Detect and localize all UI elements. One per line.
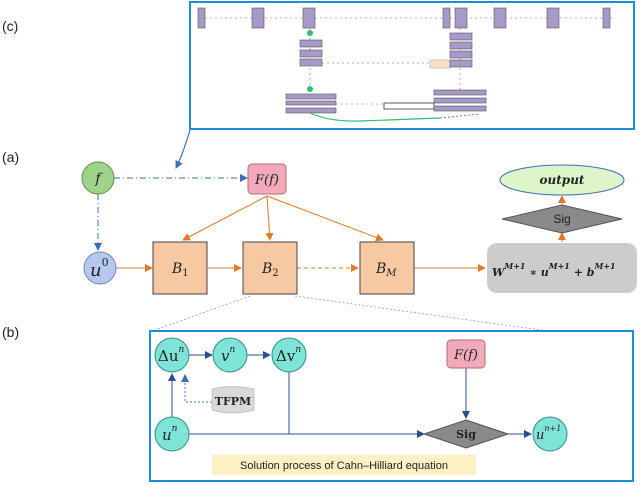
node-un-label: un [162, 424, 178, 444]
block-BM: BM [359, 241, 415, 295]
node-u0: u0 [83, 251, 117, 285]
panel-label-a: (a) [2, 149, 19, 165]
panel-a-edges [94, 174, 566, 332]
block-B2-label: B2 [261, 261, 279, 279]
block-B1: B1 [152, 241, 208, 295]
panel-c-graph [189, 1, 635, 130]
output-node: output [499, 164, 625, 196]
node-delta-u: Δun [154, 337, 190, 373]
node-Ff-a-label: F(f) [254, 173, 279, 188]
tfpm-label: TFPM [215, 395, 251, 408]
panel-b-edges [168, 351, 532, 438]
panel-label-c: (c) [2, 18, 18, 34]
node-Ff-a: F(f) [247, 163, 287, 195]
sig-b-label: Sig [456, 428, 476, 441]
node-u0-label: u0 [90, 256, 109, 281]
node-Ff-b-label: F(f) [453, 348, 478, 363]
node-delta-v-label: Δvn [276, 345, 301, 365]
panel-c-top-row [197, 7, 612, 29]
sig-a-label: Sig [553, 212, 570, 226]
panel-c-connector [175, 129, 191, 169]
node-delta-u-label: Δun [158, 345, 185, 365]
node-f: f [81, 161, 115, 195]
block-B1-label: B1 [171, 261, 189, 279]
tfpm-node: TFPM [211, 386, 255, 414]
sig-node-a: Sig [501, 204, 623, 234]
node-v: vn [212, 337, 248, 373]
caption-box: Solution process of Cahn–Hilliard equati… [212, 455, 476, 475]
node-delta-v: Δvn [271, 337, 307, 373]
formula-text: WM+1 ∗ uM+1 + bM+1 [492, 261, 616, 279]
panel-c-right-stack [309, 28, 487, 122]
node-Ff-b: F(f) [446, 339, 486, 369]
block-BM-label: BM [375, 261, 397, 279]
node-un1: un+1 [532, 416, 568, 452]
node-v-label: vn [221, 345, 235, 365]
node-un: un [154, 416, 190, 452]
node-f-label: f [94, 171, 103, 187]
sig-node-b: Sig [422, 419, 510, 449]
panel-label-b: (b) [2, 324, 19, 340]
node-un1-label: un+1 [536, 424, 561, 443]
block-B2: B2 [242, 241, 298, 295]
formula-box: WM+1 ∗ uM+1 + bM+1 [487, 243, 637, 293]
caption-text: Solution process of Cahn–Hilliard equati… [240, 460, 448, 472]
output-label: output [540, 173, 585, 187]
